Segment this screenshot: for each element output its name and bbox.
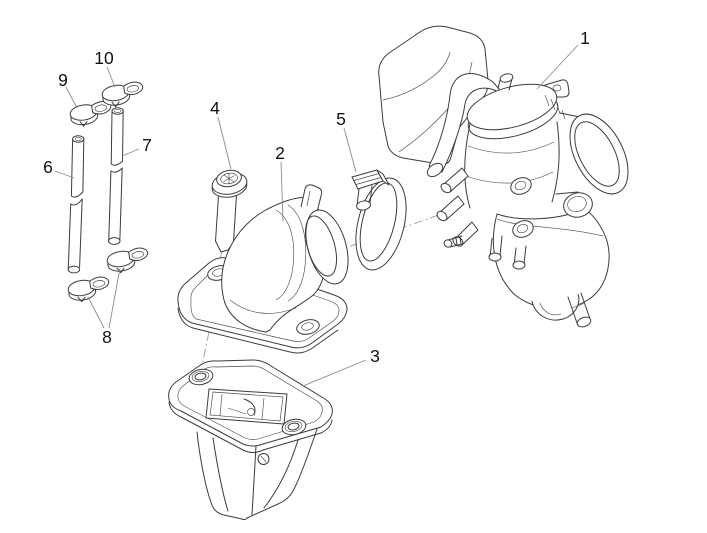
part-5-clamp: [351, 169, 407, 271]
callout-leader-9: [65, 86, 78, 109]
part-2-manifold: [177, 184, 349, 354]
part-7-hose: [108, 107, 124, 245]
callout-leader-8: [87, 296, 105, 329]
callout-10: 10: [94, 48, 114, 68]
part-1-carburettor: [378, 25, 629, 328]
callout-4: 4: [210, 98, 220, 118]
part-4-screw: [211, 169, 248, 253]
callout-leader-10: [106, 66, 116, 88]
callout-5: 5: [336, 109, 346, 129]
part-10-clip: [100, 80, 146, 109]
callout-layer: 1 2 3 4 5 6 7 8 9 10: [43, 28, 590, 387]
callout-leader-2: [280, 161, 284, 222]
callout-leader-4: [217, 116, 232, 170]
part-6-hose: [67, 135, 85, 274]
part-9-clip: [68, 99, 114, 129]
part-3-reed-valve: [168, 359, 333, 521]
callout-9: 9: [58, 70, 68, 90]
callout-leader-5: [343, 127, 357, 173]
callout-2: 2: [275, 143, 285, 163]
callout-leader-7: [121, 148, 140, 157]
callout-8: 8: [102, 327, 112, 347]
part-8-clip-upper: [105, 246, 151, 275]
callout-leader-3: [302, 359, 367, 387]
callout-1: 1: [580, 28, 590, 48]
callout-leader-6: [54, 170, 75, 179]
callout-3: 3: [370, 346, 380, 366]
callout-leader-1: [536, 44, 579, 90]
callout-6: 6: [43, 157, 53, 177]
callout-leader-8: [108, 267, 121, 329]
callout-7: 7: [142, 135, 152, 155]
